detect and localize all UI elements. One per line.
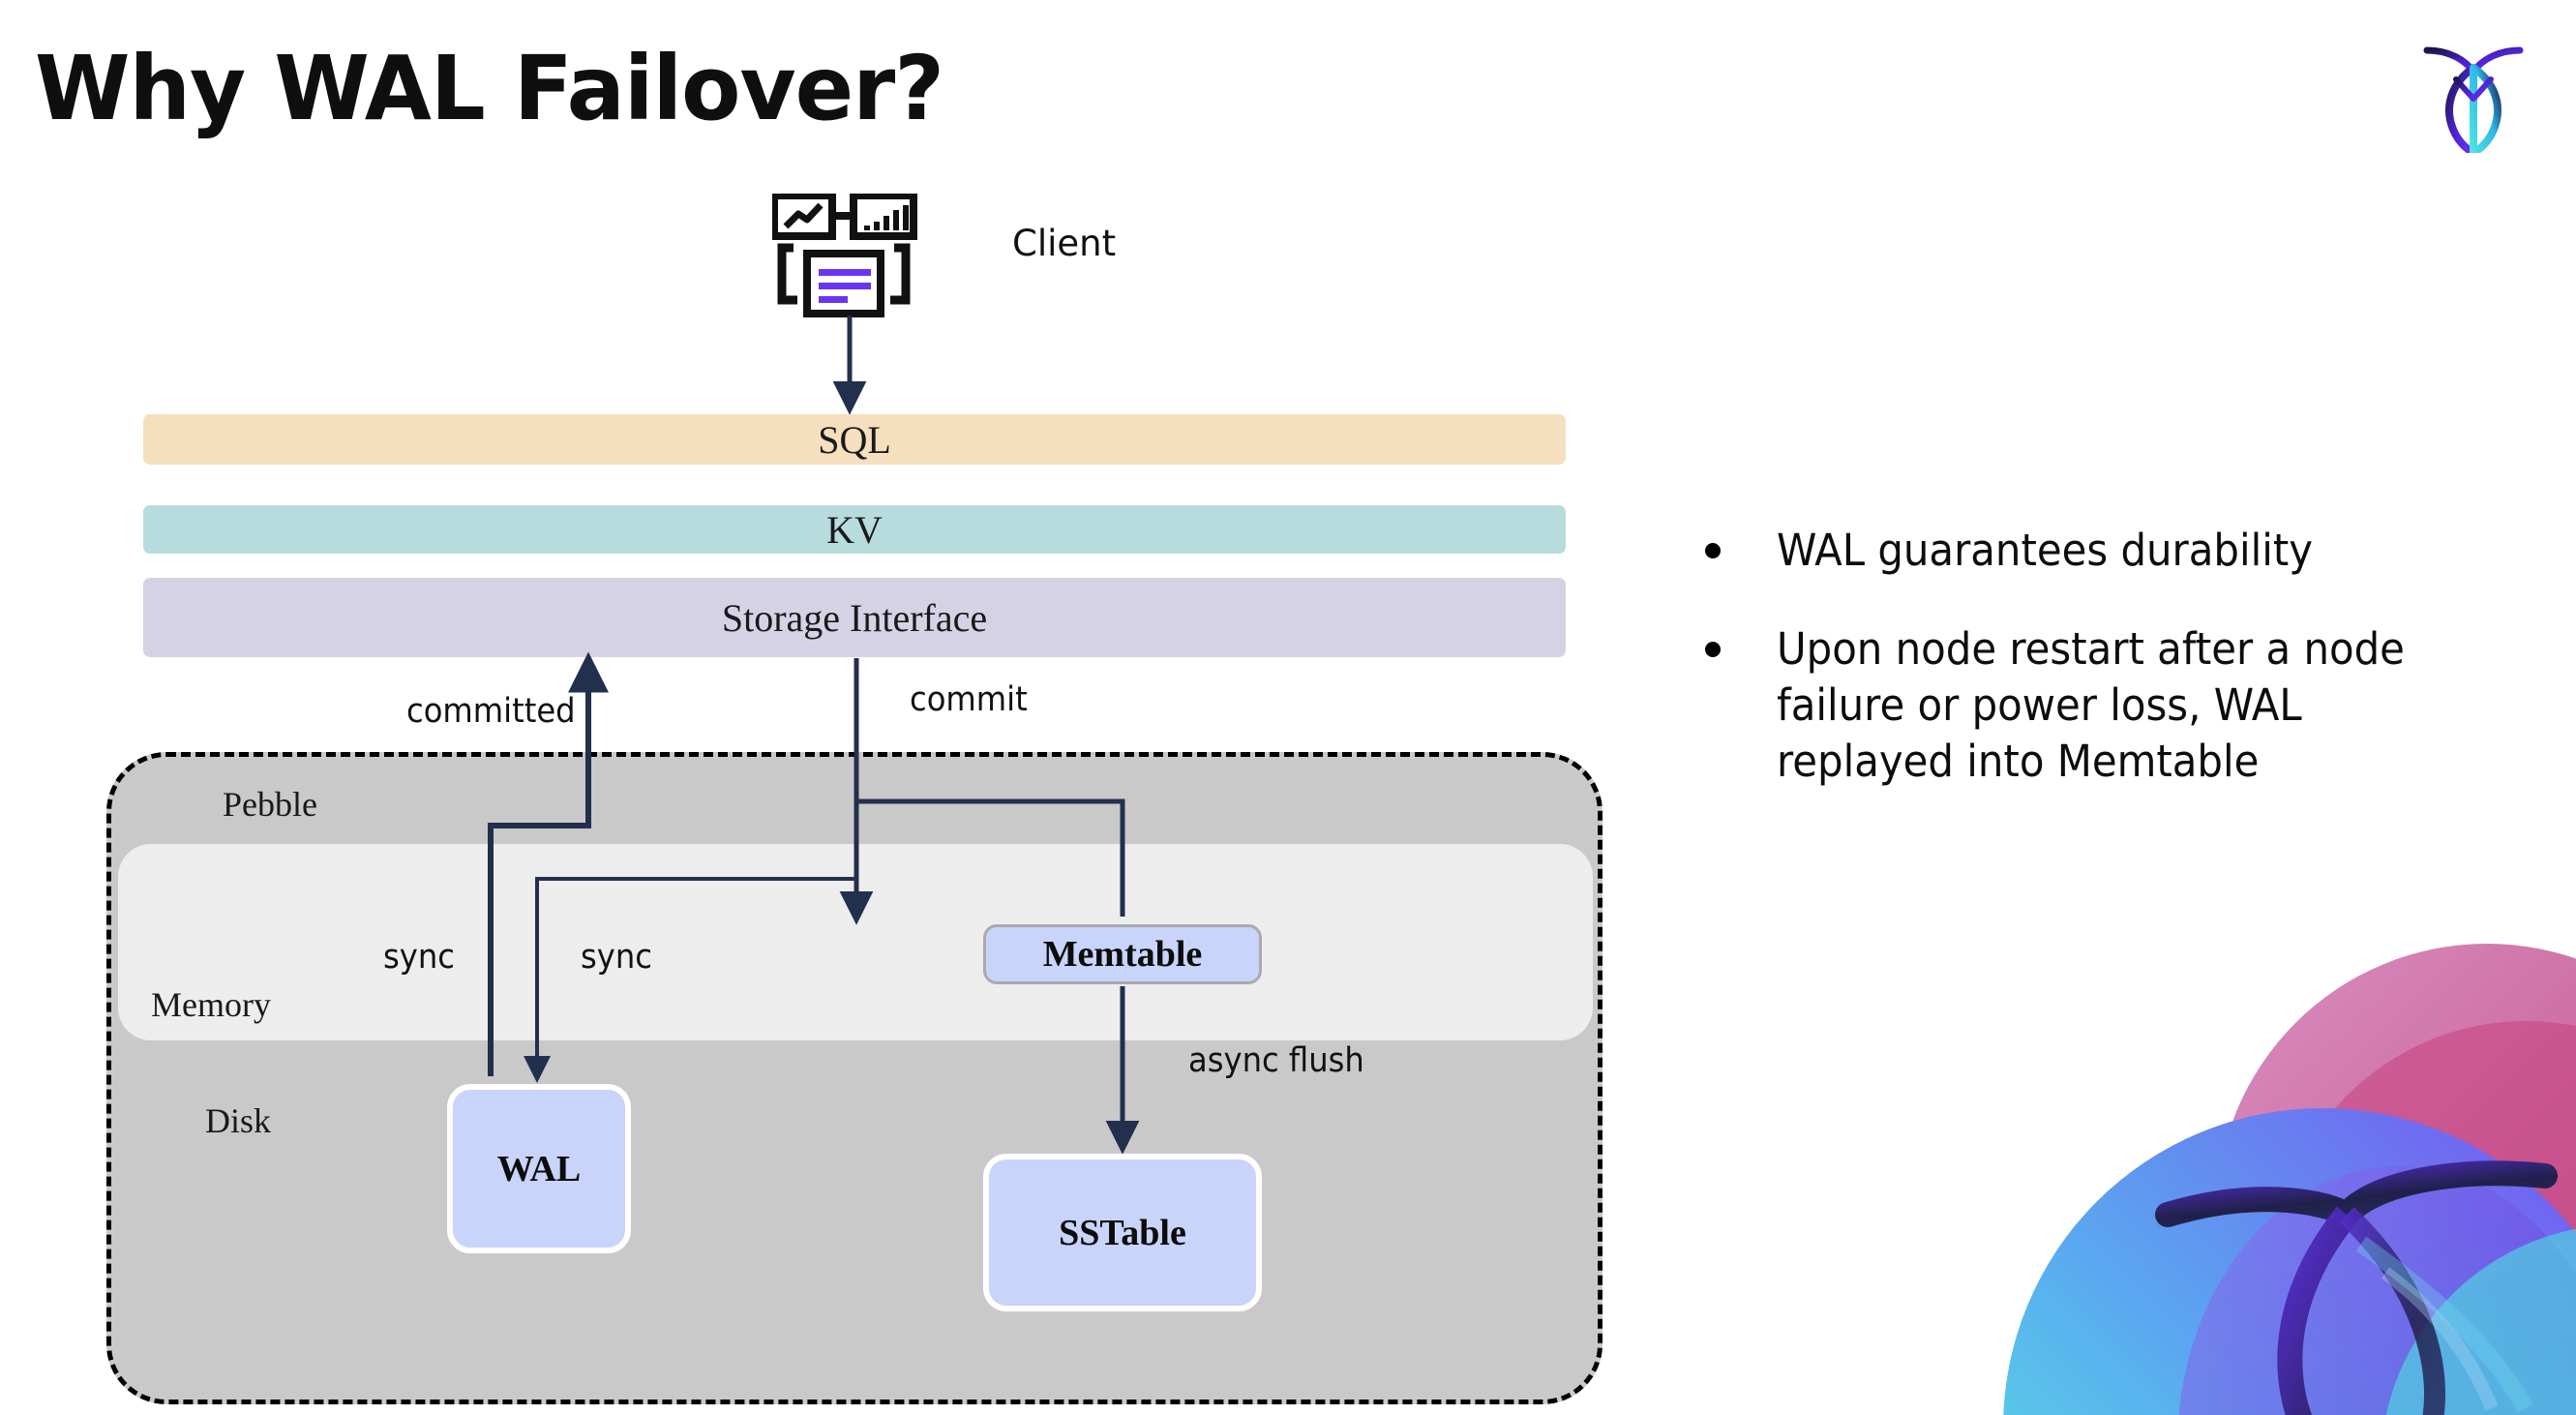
memory-panel [118,844,1593,1040]
bullet-text: Upon node restart after a node failure o… [1777,623,2405,788]
node-wal: WAL [447,1084,631,1253]
node-label-memtable: Memtable [1042,934,1203,975]
node-label-wal: WAL [496,1148,582,1189]
list-item: Upon node restart after a node failure o… [1705,621,2518,790]
decorative-graphic [1945,924,2576,1415]
client-icon [770,192,927,319]
layer-label-storage: Storage Interface [721,595,988,640]
client-label: Client [1012,223,1117,264]
bullet-list: WAL guarantees durability Upon node rest… [1705,523,2518,832]
edge-label-commit: commit [910,680,1028,719]
node-memtable: Memtable [983,924,1262,984]
node-sstable: SSTable [983,1154,1262,1311]
bullet-text: WAL guarantees durability [1777,525,2314,576]
layer-label-sql: SQL [818,417,891,462]
edge-label-async-flush: async flush [1188,1041,1364,1080]
layer-bar-kv: KV [143,505,1566,554]
cockroachdb-logo [2411,29,2535,157]
layer-bar-sql: SQL [143,414,1566,465]
pebble-label: Pebble [223,785,317,824]
bullet-dot-icon [1705,642,1721,658]
page-title: Why WAL Failover? [35,37,944,140]
edge-label-committed: committed [406,692,576,731]
edge-label-sync-2: sync [581,938,652,977]
bullet-dot-icon [1705,543,1721,558]
layer-bar-storage: Storage Interface [143,578,1566,657]
node-label-sstable: SSTable [1059,1212,1186,1253]
edge-label-sync-1: sync [383,938,455,977]
memory-label: Memory [151,985,271,1024]
list-item: WAL guarantees durability [1705,523,2518,579]
layer-label-kv: KV [826,507,883,552]
disk-label: Disk [205,1101,272,1140]
